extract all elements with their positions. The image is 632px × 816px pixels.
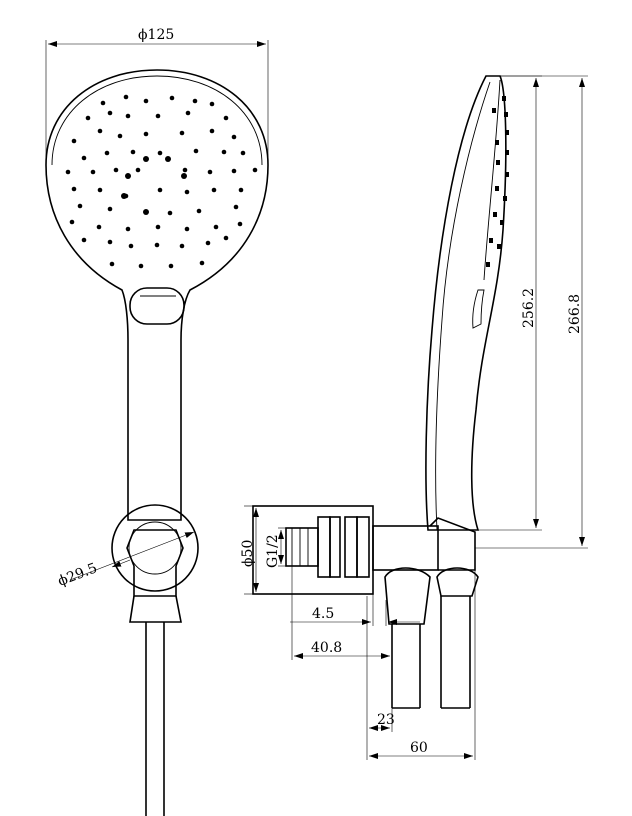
nut-2 xyxy=(329,516,341,578)
wall-bracket-ring xyxy=(111,504,199,592)
head-diameter-label: ϕ125 xyxy=(138,27,174,43)
offset-connector-label: 40.8 xyxy=(311,640,342,656)
shower-head-outline xyxy=(45,69,269,521)
base-diameter-label: ϕ50 xyxy=(240,540,256,567)
bracket-diameter-label: ϕ29.5 xyxy=(56,560,100,590)
wall-bracket-inner xyxy=(128,521,182,575)
side-inner-curve xyxy=(435,81,491,531)
dim-thread: G1/2 xyxy=(265,527,286,568)
shower-side-outline xyxy=(425,75,507,531)
thread-label: G1/2 xyxy=(265,534,281,568)
offset-small-label: 4.5 xyxy=(312,606,334,622)
nut-1 xyxy=(317,516,331,578)
connector-body xyxy=(372,525,439,571)
side-button xyxy=(472,289,485,329)
dim-height-face: 256.2 xyxy=(478,75,542,531)
dim-overall-height: 266.8 xyxy=(475,75,588,549)
side-view xyxy=(252,75,509,709)
hose-offset-label: 23 xyxy=(377,712,395,728)
dim-head-diameter: ϕ125 xyxy=(45,27,269,165)
dim-overall-depth: 60 xyxy=(369,570,476,760)
front-view xyxy=(45,69,269,816)
holder-cone-left xyxy=(384,567,431,625)
dim-offset-connector: 40.8 xyxy=(291,566,390,660)
spray-holes xyxy=(65,94,258,269)
dim-base-diameter: ϕ50 xyxy=(240,505,259,595)
dim-bracket-diameter: ϕ29.5 xyxy=(56,531,195,590)
hose-cone xyxy=(129,595,182,623)
dim-hose-offset: 23 xyxy=(366,596,395,760)
mode-button xyxy=(129,287,185,325)
overall-height-label: 266.8 xyxy=(567,294,583,334)
dim-offset-small: 4.5 xyxy=(290,594,420,626)
side-spray-nubs xyxy=(486,96,509,267)
nut-4 xyxy=(356,516,370,578)
nut-3 xyxy=(344,516,358,578)
spray-face-rim xyxy=(51,75,263,166)
thread-stem xyxy=(285,527,319,567)
overall-depth-label: 60 xyxy=(410,740,428,756)
connector-joint xyxy=(429,517,476,571)
height-face-label: 256.2 xyxy=(521,288,537,328)
side-face-line xyxy=(483,79,501,281)
holder-cone-right xyxy=(436,567,479,597)
